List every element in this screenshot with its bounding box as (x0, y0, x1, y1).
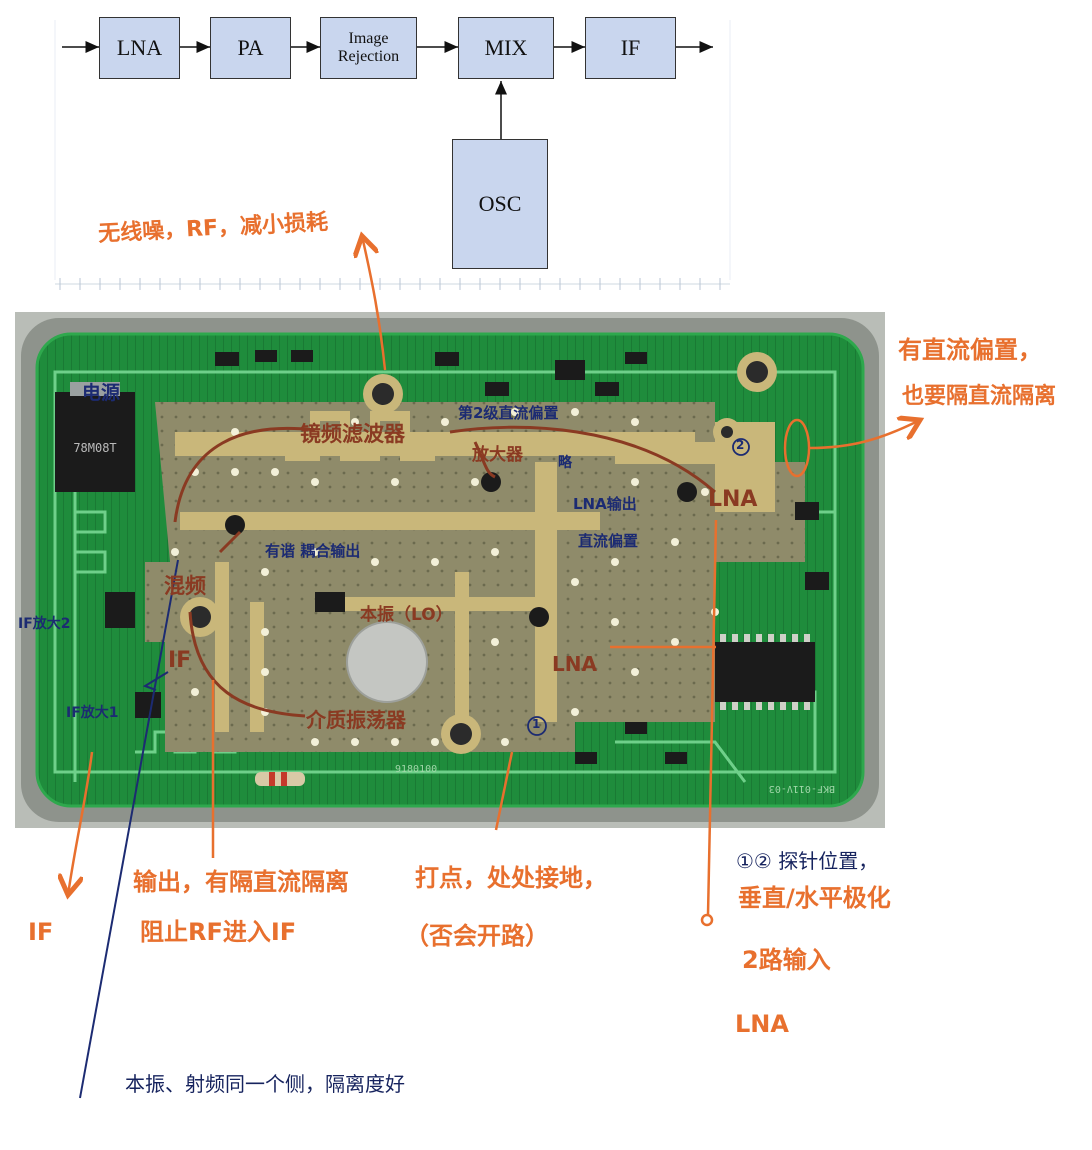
arrow-dc-right (809, 420, 920, 450)
label-if-amp-2: IF放大2 (18, 616, 71, 632)
label-mixer: 混频 (164, 574, 206, 598)
note-dc-bias-right-1: 有直流偏置， (898, 336, 1042, 364)
line-bottom-note (79, 559, 179, 1099)
osc-block-label: OSC (478, 191, 522, 217)
image-rejection-block-label: Image Rejection (337, 29, 400, 65)
label-lna-output: LNA输出 (573, 495, 637, 513)
label-image-filter: 镜频滤波器 (300, 422, 405, 446)
signal-path-curves (173, 425, 716, 718)
pa-block: PA (210, 17, 291, 79)
label-power-supply: 电源 (82, 382, 121, 404)
label-if-on-board: IF (168, 648, 192, 673)
if-block: IF (585, 17, 676, 79)
board-print-left: 9180100 (395, 764, 437, 775)
svg-text:78M08T: 78M08T (73, 441, 116, 455)
dc-bias-highlight (783, 418, 811, 478)
label-lna-output-bias: 直流偏置 (578, 532, 639, 550)
voltage-regulator: 78M08T (55, 382, 135, 492)
lna-block-label: LNA (116, 35, 163, 61)
arrow-if-left (142, 671, 169, 691)
label-omit: 略 (558, 455, 572, 471)
lna-block: LNA (99, 17, 180, 79)
note-if-bottom: IF (28, 918, 54, 946)
mix-block-label: MIX (484, 35, 528, 61)
note-block-rf-into-if: 阻止RF进入IF (140, 918, 297, 946)
if-block-label: IF (620, 35, 641, 61)
probe-circle-2 (732, 438, 750, 456)
label-local-oscillator: 本振（LO） (360, 605, 453, 625)
note-dc-bias-right-2: 也要隔直流隔离 (902, 384, 1057, 409)
ruler-ticks (59, 278, 721, 290)
note-open-circuit: （否会开路） (405, 922, 549, 950)
dielectric-resonator (346, 621, 428, 703)
label-probe-2: 2 (736, 438, 745, 452)
label-lna-right: LNA (708, 487, 758, 512)
arrow-top-note (362, 236, 387, 371)
note-output-dc-block: 输出，有隔直流隔离 (133, 868, 349, 896)
glass-diode (255, 772, 305, 786)
osc-block: OSC (452, 139, 548, 269)
ground-plane (145, 402, 805, 752)
note-two-inputs: 2路输入 (742, 946, 831, 974)
board-print-right: BKF-011V-03 (769, 783, 835, 794)
mix-block: MIX (458, 17, 554, 79)
ic-chip (715, 634, 815, 710)
image-rejection-block: Image Rejection (320, 17, 417, 79)
line-probe (706, 519, 718, 916)
mounting-holes (180, 352, 777, 754)
label-amplifier: 放大器 (472, 445, 523, 465)
note-isolation: 本振、射频同一个侧，隔离度好 (125, 1072, 405, 1096)
vias (171, 408, 719, 746)
label-dielectric-oscillator: 介质振荡器 (306, 708, 406, 732)
pa-block-label: PA (237, 35, 264, 61)
arrow-if-bottom (68, 751, 94, 895)
note-polarization: 垂直/水平极化 (738, 884, 891, 912)
probe-marker (700, 913, 714, 927)
note-lna-bottom: LNA (735, 1010, 789, 1038)
pcb-board: 78M08T (15, 312, 885, 828)
line-ground-note (494, 751, 514, 831)
label-probe-1: 1 (532, 717, 541, 731)
label-coupled-output: 有谐 耦合输出 (265, 542, 361, 560)
probe-circle-1 (527, 716, 547, 736)
block-diagram-wiring (54, 20, 731, 290)
label-second-bias: 第2级直流偏置 (458, 404, 559, 422)
note-probe-position: ①② 探针位置， (736, 849, 879, 873)
note-ground-everywhere: 打点，处处接地， (415, 864, 607, 892)
label-lna-center: LNA (552, 652, 597, 676)
label-if-amp-1: IF放大1 (66, 705, 119, 721)
smd-parts (105, 350, 829, 764)
